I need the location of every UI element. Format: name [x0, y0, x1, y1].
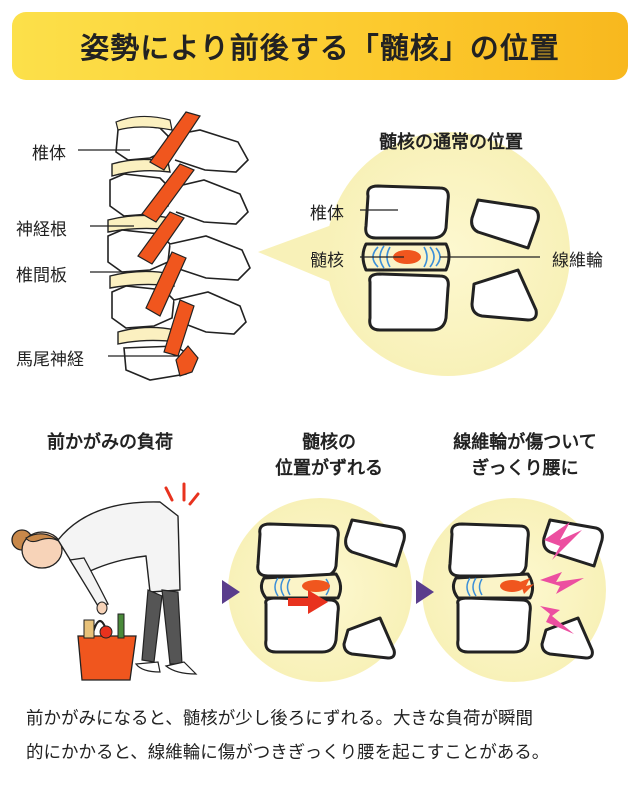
step-heading-shift: 髄核の 位置がずれる: [275, 432, 383, 479]
annulus-injury-view: [422, 498, 606, 682]
pain-bolt-icon: [540, 606, 574, 634]
nucleus-shift-view: [228, 498, 412, 682]
step-heading-injury: 線維輪が傷ついて ぎっくり腰に: [453, 432, 597, 479]
alert-lines-icon: [164, 482, 200, 506]
page-title: 姿勢により前後する「髄核」の位置: [80, 31, 560, 65]
nerve-root: [141, 163, 195, 223]
spine-illustration: [78, 111, 251, 381]
label-nerve-root: 神経根: [16, 220, 67, 240]
label-normal-annulus: 線維輪: [552, 251, 603, 271]
nucleus-normal: [393, 250, 421, 264]
nerve-root: [145, 251, 187, 317]
nerve-root: [137, 211, 185, 265]
normal-position-view: [258, 132, 570, 376]
shift-arrow-icon: [288, 590, 328, 614]
label-normal-vertebra: 椎体: [310, 204, 344, 224]
title-banner: 姿勢により前後する「髄核」の位置: [12, 12, 628, 80]
pain-bolt-icon: [540, 572, 584, 594]
explanation-caption: 前かがみになると、髄核が少し後ろにずれる。大きな負荷が瞬間 的にかかると、線維輪…: [26, 709, 550, 763]
label-cauda-equina: 馬尾神経: [16, 350, 84, 370]
play-arrow-icon: [222, 580, 240, 604]
label-normal-nucleus: 髄核: [310, 251, 344, 271]
nerve-root: [149, 111, 201, 171]
pain-bolt-icon: [544, 522, 582, 560]
cauda-equina: [175, 345, 199, 377]
step-heading-bending: 前かがみの負荷: [47, 432, 173, 453]
label-vertebral-body: 椎体: [32, 144, 66, 164]
label-intervertebral-disc: 椎間板: [16, 266, 67, 286]
nerve-root: [163, 299, 195, 357]
normal-position-heading: 髄核の通常の位置: [379, 132, 523, 153]
play-arrow-icon: [416, 580, 434, 604]
bending-person-illustration: [11, 482, 200, 681]
